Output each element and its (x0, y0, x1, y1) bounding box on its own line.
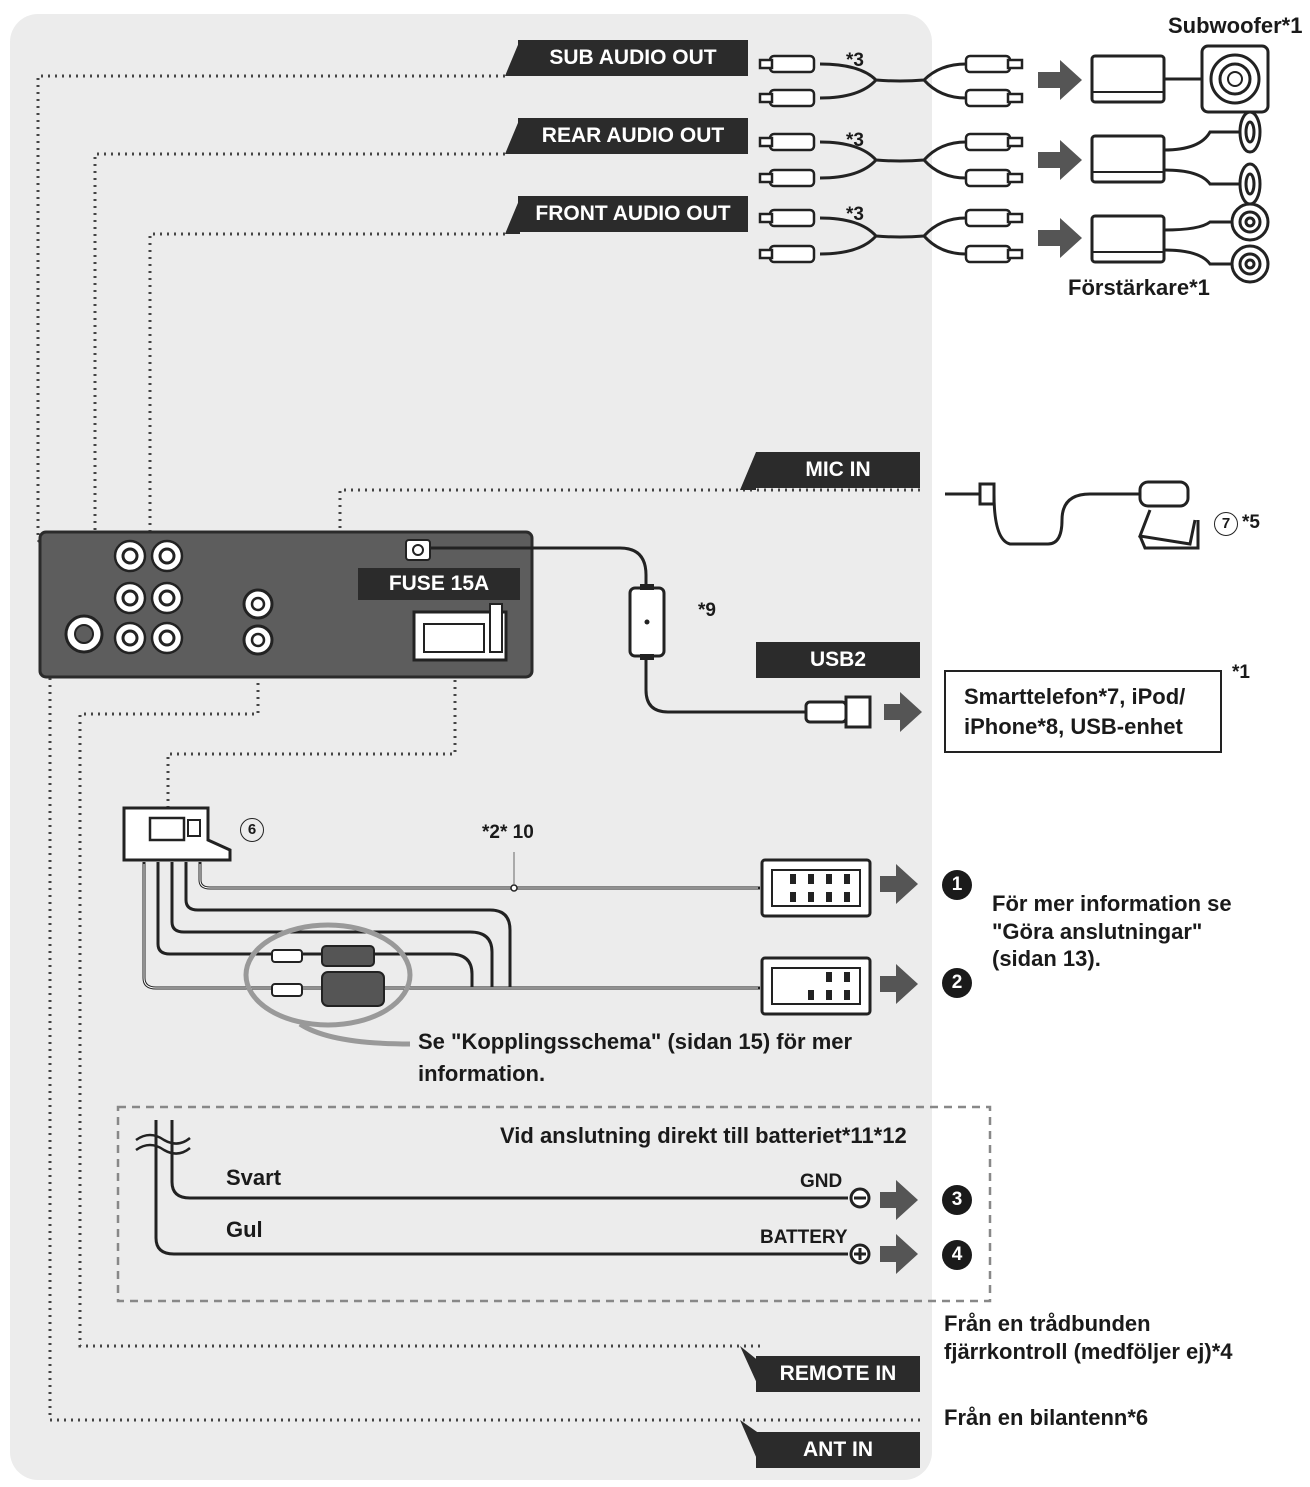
speaker-plugs-group (243, 922, 413, 1047)
terminal-symbols (849, 1187, 871, 1265)
usb-port (405, 539, 431, 561)
connection-info-line2: "Göra anslutningar" (992, 918, 1203, 944)
microphone (945, 480, 1200, 550)
yellow-wire-label: Gul (226, 1217, 263, 1242)
battery-label: BATTERY (760, 1227, 848, 1248)
iso-connector-2 (760, 956, 872, 1016)
front-speakers (1163, 202, 1270, 284)
rca-note-sub: *3 (846, 50, 864, 71)
background-panel (10, 14, 932, 1480)
head-unit (38, 530, 534, 679)
harness-note: *2* 10 (482, 822, 534, 843)
flow-arrows (880, 60, 1082, 1274)
amplifiers (1090, 54, 1166, 264)
wiring-info-line2: information. (418, 1060, 546, 1086)
battery-direct-box (116, 1105, 992, 1303)
usb-device-line2: iPhone*8, USB-enhet (964, 713, 1183, 739)
mic-ref-circle: 7 (1214, 512, 1238, 536)
rear-audio-out-label: REAR AUDIO OUT (518, 118, 748, 154)
tag-slants (505, 40, 760, 1466)
harness-connector (122, 806, 232, 862)
remote-in-label: REMOTE IN (756, 1356, 920, 1392)
usb2-label: USB2 (756, 642, 920, 678)
usb-plug (804, 695, 872, 729)
rear-speakers (1163, 110, 1262, 206)
connector-number-1: 1 (942, 870, 972, 900)
subwoofer (1164, 44, 1270, 114)
connector-number-3: 3 (942, 1185, 972, 1215)
battery-direct-label: Vid anslutning direkt till batteriet*11*… (500, 1123, 907, 1148)
remote-note: Från en trådbunden fjärrkontroll (medföl… (944, 1310, 1233, 1365)
iso-connector-1 (760, 858, 872, 918)
usb-filter-note: *9 (698, 600, 716, 621)
usb-device-note: *1 (1232, 662, 1250, 683)
mic-note: *5 (1242, 512, 1260, 533)
connection-info: För mer information se "Göra anslutninga… (992, 890, 1232, 973)
wiring-info-line1: Se "Kopplingsschema" (sidan 15) för mer (418, 1029, 853, 1054)
remote-note-line2: fjärrkontroll (medföljer ej)*4 (944, 1338, 1233, 1364)
usb-device-line1: Smarttelefon*7, iPod/ (964, 684, 1186, 709)
usb-cable (430, 546, 808, 714)
usb-filter (628, 584, 666, 660)
rca-cables (819, 62, 967, 256)
wiring-info: Se "Kopplingsschema" (sidan 15) för mer … (418, 1026, 852, 1090)
connection-info-line3: (sidan 13). (992, 946, 1101, 971)
amplifier-label: Förstärkare*1 (1068, 275, 1210, 300)
subwoofer-label: Subwoofer*1 (1168, 13, 1303, 38)
black-wire-label: Svart (226, 1165, 282, 1190)
mic-in-label: MIC IN (756, 452, 920, 488)
sub-audio-out-label: SUB AUDIO OUT (518, 40, 748, 76)
rca-plugs (758, 54, 1024, 264)
front-audio-out-label: FRONT AUDIO OUT (518, 196, 748, 232)
rca-note-front: *3 (846, 204, 864, 225)
rca-note-rear: *3 (846, 130, 864, 151)
connector-number-2: 2 (942, 968, 972, 998)
connector-number-4: 4 (942, 1240, 972, 1270)
connection-info-line1: För mer information se (992, 891, 1232, 916)
ant-in-label: ANT IN (756, 1432, 920, 1468)
harness-ref-circle: 6 (240, 818, 264, 842)
remote-note-line1: Från en trådbunden (944, 1311, 1151, 1336)
fuse-label: FUSE 15A (358, 568, 520, 600)
antenna-note: Från en bilantenn*6 (944, 1405, 1149, 1430)
usb-device-box: Smarttelefon*7, iPod/ iPhone*8, USB-enhe… (944, 670, 1222, 754)
gnd-label: GND (800, 1171, 843, 1192)
battery-wires (135, 1120, 848, 1256)
